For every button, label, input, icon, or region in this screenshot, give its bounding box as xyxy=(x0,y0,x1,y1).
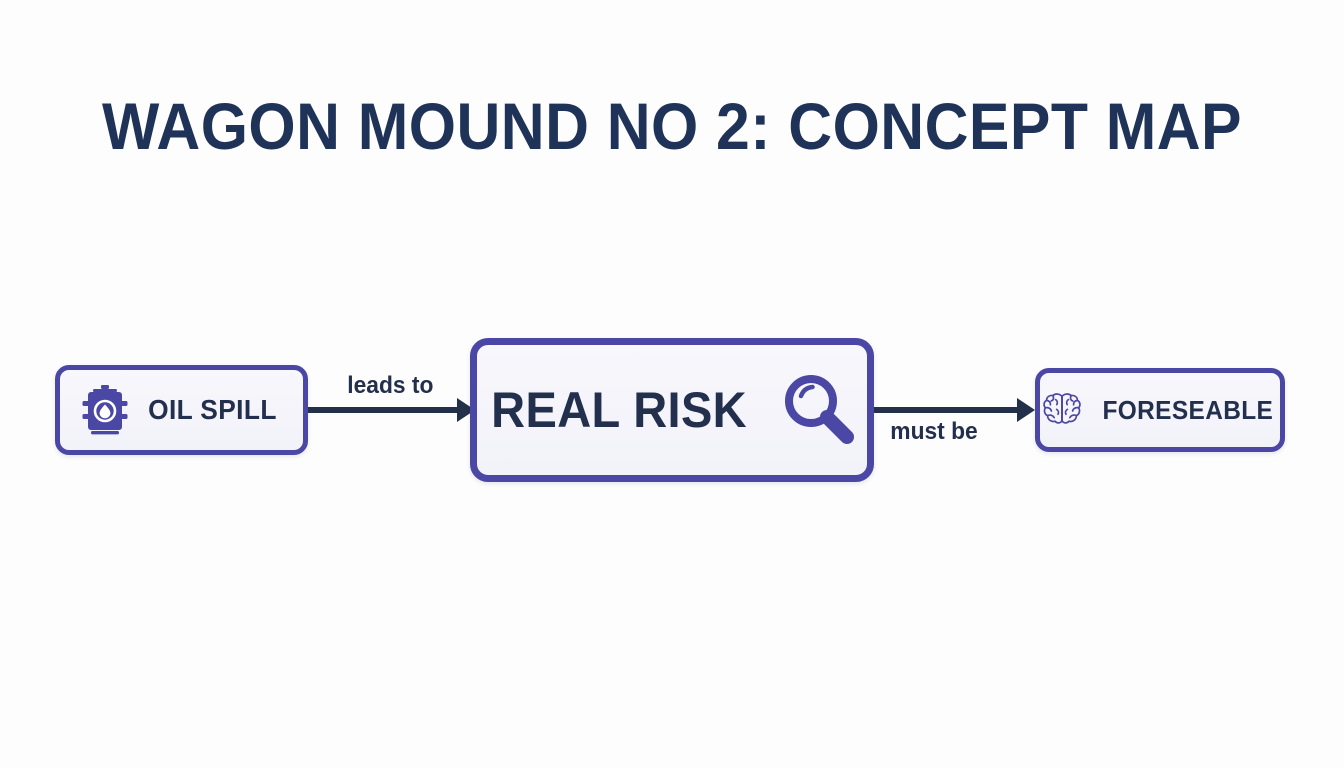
node-foreseable[interactable]: FORESEABLE xyxy=(1035,368,1285,452)
page-title: WAGON MOUND NO 2: CONCEPT MAP xyxy=(101,89,1243,164)
connector-real-risk-to-foreseable xyxy=(874,398,1035,422)
connector-oil-spill-to-real-risk xyxy=(308,398,475,422)
arrow-head-icon xyxy=(1017,398,1035,422)
edge-label-leads-to: leads to xyxy=(347,372,434,399)
magnifying-glass-icon xyxy=(777,368,861,452)
node-oil-spill[interactable]: OIL SPILL xyxy=(55,365,308,455)
node-foreseable-label: FORESEABLE xyxy=(1102,394,1274,425)
node-oil-spill-label: OIL SPILL xyxy=(148,394,277,425)
node-real-risk-label: REAL RISK xyxy=(491,382,747,438)
edge-label-must-be: must be xyxy=(890,418,978,445)
oil-barrel-icon xyxy=(82,385,128,435)
brain-icon xyxy=(1041,390,1083,430)
node-real-risk[interactable]: REAL RISK xyxy=(470,338,874,482)
